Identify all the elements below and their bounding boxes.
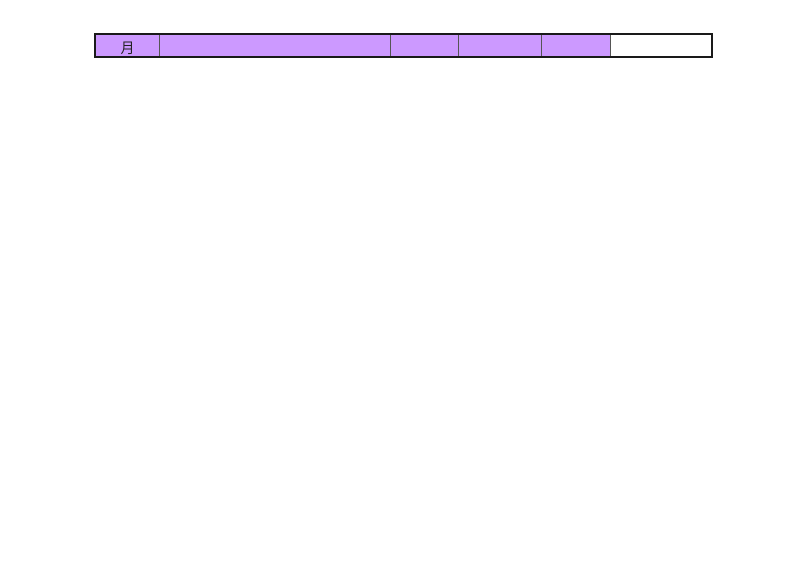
header-cell-month-label: 月 xyxy=(120,40,135,57)
header-cell-4[interactable] xyxy=(459,35,542,56)
header-cell-3[interactable] xyxy=(391,35,459,56)
header-cell-6[interactable] xyxy=(611,35,711,56)
header-cell-month[interactable]: 月 xyxy=(96,35,160,57)
header-cell-2[interactable] xyxy=(160,35,391,56)
header-row: 月 xyxy=(94,33,713,58)
header-cell-5[interactable] xyxy=(542,35,611,56)
